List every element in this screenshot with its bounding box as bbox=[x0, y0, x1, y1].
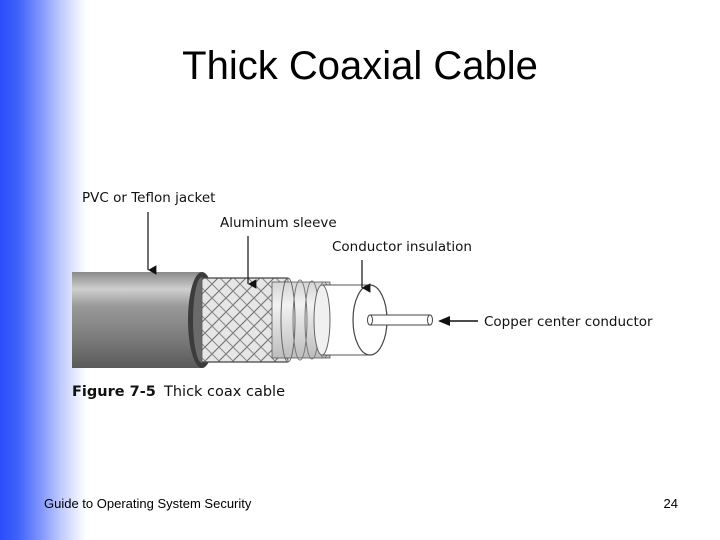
label-arrows bbox=[147, 212, 478, 326]
figure-caption-number: Figure 7-5 bbox=[72, 384, 156, 400]
side-gradient-bar bbox=[0, 0, 86, 540]
coax-cable-illustration: PVC or Teflon jacket Aluminum sleeve Con… bbox=[72, 190, 653, 400]
page-number: 24 bbox=[663, 496, 678, 511]
label-conductor: Copper center conductor bbox=[484, 314, 653, 330]
label-insulation: Conductor insulation bbox=[332, 239, 472, 255]
conductor-arrowhead bbox=[438, 316, 450, 326]
slide-title: Thick Coaxial Cable bbox=[182, 44, 538, 88]
coax-cable-figure: PVC or Teflon jacket Aluminum sleeve Con… bbox=[72, 172, 662, 418]
figure-caption-text: Thick coax cable bbox=[163, 384, 285, 400]
label-sleeve: Aluminum sleeve bbox=[220, 215, 337, 231]
copper-conductor bbox=[367, 314, 433, 326]
conductor-insulation bbox=[313, 284, 388, 356]
footer-course-title: Guide to Operating System Security bbox=[44, 496, 252, 511]
cable-jacket bbox=[72, 272, 216, 368]
label-jacket: PVC or Teflon jacket bbox=[82, 190, 215, 206]
